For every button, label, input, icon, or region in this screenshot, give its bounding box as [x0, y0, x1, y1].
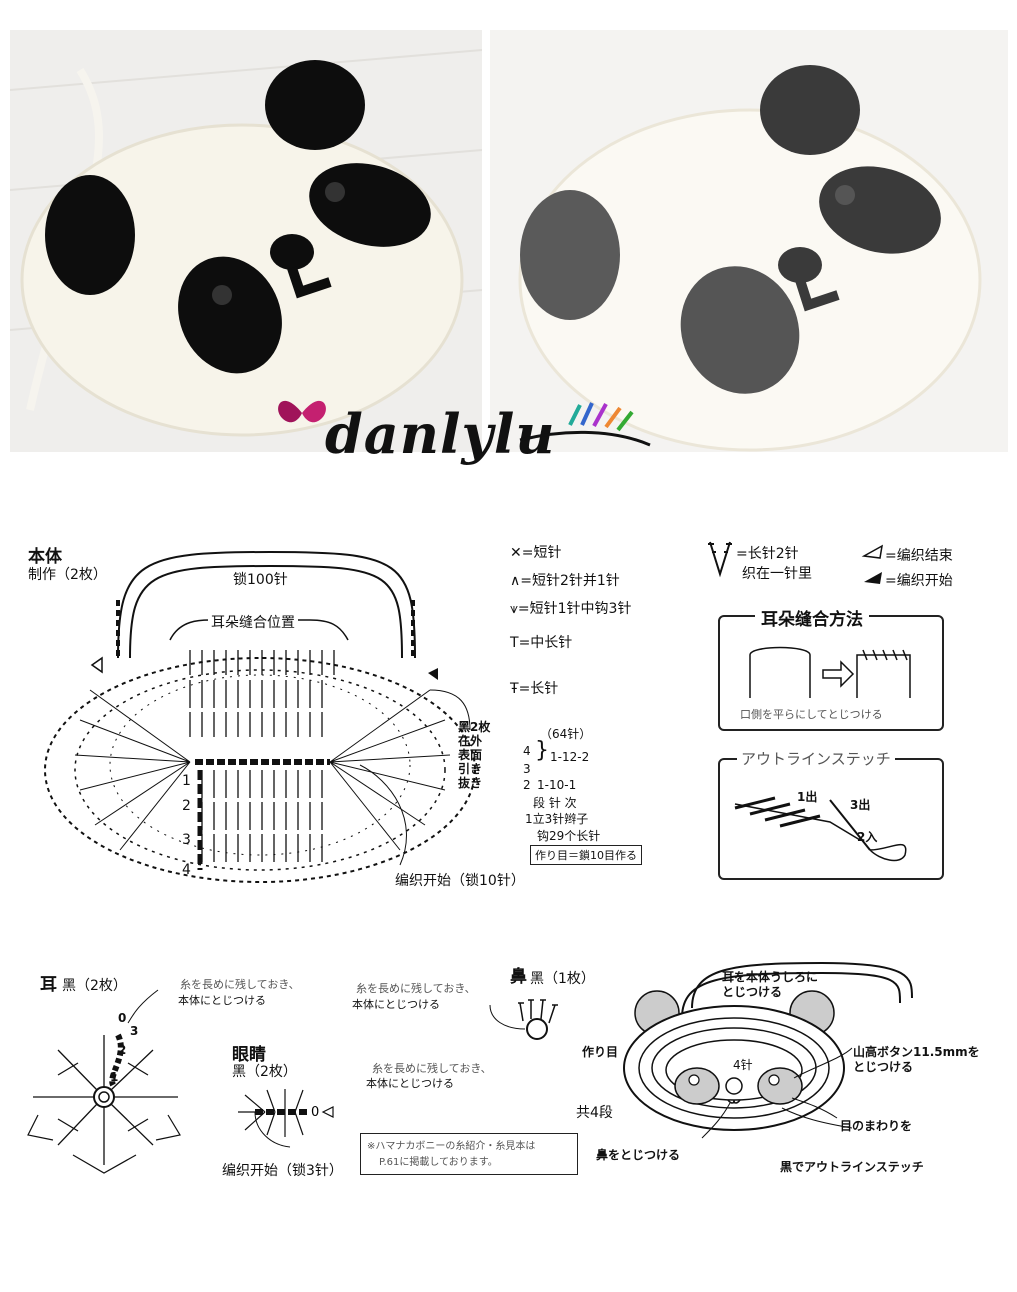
table-row-2: 2: [523, 778, 531, 792]
legend-end: =编织结束: [885, 548, 953, 564]
panda-bag-photo-right: [490, 30, 1008, 452]
panda-bag-illustration: [10, 30, 482, 452]
ear-num-1: 1: [110, 1070, 119, 1084]
ear-method-diagram: [749, 646, 911, 698]
end-triangle-icon: [861, 544, 883, 559]
butterfly-logo-icon: [278, 400, 326, 423]
table-line-1: 1立3针辫子: [525, 812, 589, 826]
row-label-3: 3: [182, 832, 191, 848]
nose-part-title: 鼻: [510, 967, 527, 987]
ear-position-label: 耳朵缝合位置: [208, 612, 298, 632]
dc2-in-one-icon: [708, 541, 732, 578]
legend-item-sc2tog: ∧=短针2针并1针: [510, 573, 620, 589]
nose-note-line1: 糸を長めに残しておき、: [356, 982, 476, 995]
ear-method-caption: 口側を平らにしてとじつける: [740, 708, 883, 721]
ear-num-3: 3: [130, 1024, 139, 1038]
eye-boxed-note-line2: P.61に掲載しております。: [379, 1157, 498, 1168]
watermark-swoosh-icon: [519, 402, 651, 447]
assembly-ear-note-line2: とじつける: [722, 985, 783, 999]
legend-item-dc: Ŧ=长针: [510, 681, 559, 697]
main-start-label: 编织开始（锁10针）: [395, 873, 525, 889]
outline-label-2: 2入: [857, 830, 878, 844]
row-label-2: 2: [182, 798, 191, 814]
row-label-1: 1: [182, 773, 191, 789]
table-range-2: 1-10-1: [537, 778, 577, 792]
assembly-ear-note-line1: 耳を本体うしろに: [722, 970, 819, 984]
ear-method-title: 耳朵缝合方法: [755, 605, 869, 630]
eye-start-label: 编织开始（锁3针）: [222, 1163, 343, 1179]
eye-crochet-diagram: 0: [238, 1089, 334, 1148]
assembly-ear-note: 耳を本体うしろに とじつける: [722, 970, 818, 1000]
watermark-text: danlylu: [325, 402, 556, 466]
assembly-four-stitch: 4针: [733, 1058, 753, 1072]
outline-stitch-title: アウトラインステッチ: [737, 748, 895, 769]
legend-start: =编织开始: [885, 573, 953, 589]
assembly-eye-around: 目のまわりを: [840, 1119, 913, 1133]
nose-crochet-diagram: [489, 999, 558, 1040]
eye-part-sub: 黑（2枚）: [232, 1064, 297, 1080]
legend-item-hdc: T=中长针: [510, 635, 573, 651]
dc-stitch-icon: Ŧ: [510, 681, 519, 697]
assembly-button-note-line1: 山高ボタン11.5mmを: [853, 1045, 980, 1059]
assembly-start: 作り目: [582, 1045, 619, 1059]
nose-part-sub: 黑（1枚）: [530, 971, 595, 987]
assembly-rows: 共4段: [576, 1105, 613, 1121]
table-headers: 段 针 次: [533, 796, 577, 810]
main-body-crochet-diagram: [44, 550, 476, 883]
ear-part-title: 耳: [40, 975, 57, 995]
table-row-3: 3: [523, 762, 531, 776]
main-body-title: 本体: [28, 547, 62, 567]
ear-crochet-diagram: [27, 989, 181, 1174]
eye-note-line1: 糸を長めに残しておき、: [372, 1062, 492, 1075]
legend-dc2-line1: =长针2针: [736, 546, 799, 562]
ear-part-sub: 黑（2枚）: [62, 978, 127, 994]
table-row-4: 4: [523, 744, 531, 758]
table-boxed-note: 作り目＝鎖10目作る: [530, 845, 642, 865]
main-body-subtitle: 制作（2枚）: [28, 567, 107, 583]
eye-note-line2: 本体にとじつける: [366, 1077, 454, 1090]
strap-chain-label: 锁100针: [230, 569, 291, 589]
assembly-nose-note: 鼻をとじつける: [596, 1148, 681, 1162]
legend-item-sc: ✕=短针: [510, 545, 562, 561]
assembly-outline-note: 黒でアウトラインステッチ: [780, 1160, 924, 1174]
x-stitch-icon: ✕: [510, 545, 522, 561]
ear-note-line1: 糸を長めに残しておき、: [180, 978, 300, 991]
legend-dc2-line2: 织在一针里: [742, 566, 812, 582]
eye-part-title: 眼睛: [232, 1045, 266, 1065]
decrease-stitch-icon: ∧: [510, 573, 521, 589]
svg-text:0: 0: [311, 1105, 319, 1120]
outline-stitch-diagram: [734, 796, 907, 862]
legend-item-sc3inc: ⩛=短针1针中钩3针: [510, 601, 632, 617]
table-brace: }: [535, 738, 549, 763]
start-triangle-icon: [864, 572, 882, 584]
ear-num-2: 2: [118, 1043, 127, 1057]
table-line-2: 钩29个长针: [537, 829, 601, 843]
eye-boxed-note-line1: ※ハマナカボニーの糸紹介・糸見本は: [367, 1141, 536, 1152]
ear-num-0: 0: [118, 1011, 127, 1025]
nose-note-line2: 本体にとじつける: [352, 998, 440, 1011]
outline-label-3: 3出: [850, 798, 871, 812]
panda-bag-photo-left: [10, 30, 482, 452]
legend-list: ✕=短针 ∧=短针2针并1针 ⩛=短针1针中钩3针 T=中长针 Ŧ=长针: [510, 542, 631, 708]
outline-label-1: 1出: [797, 790, 818, 804]
row-label-4: 4: [182, 862, 191, 878]
assembly-button-note-line2: とじつける: [853, 1060, 914, 1074]
table-range-1: 1-12-2: [550, 750, 590, 764]
hdc-stitch-icon: T: [510, 635, 519, 651]
table-total: （64针）: [540, 727, 592, 741]
increase-stitch-icon: ⩛: [510, 601, 518, 617]
side-note-vertical: 黑2枚在外表面引き抜き: [458, 720, 491, 790]
eye-boxed-note: ※ハマナカボニーの糸紹介・糸見本は P.61に掲載しております。: [360, 1133, 578, 1175]
assembly-button-note: 山高ボタン11.5mmを とじつける: [853, 1045, 980, 1075]
ear-note-line2: 本体にとじつける: [178, 994, 266, 1007]
assembly-diagram: [623, 961, 913, 1139]
panda-bag-illustration-faded: [490, 30, 1008, 452]
